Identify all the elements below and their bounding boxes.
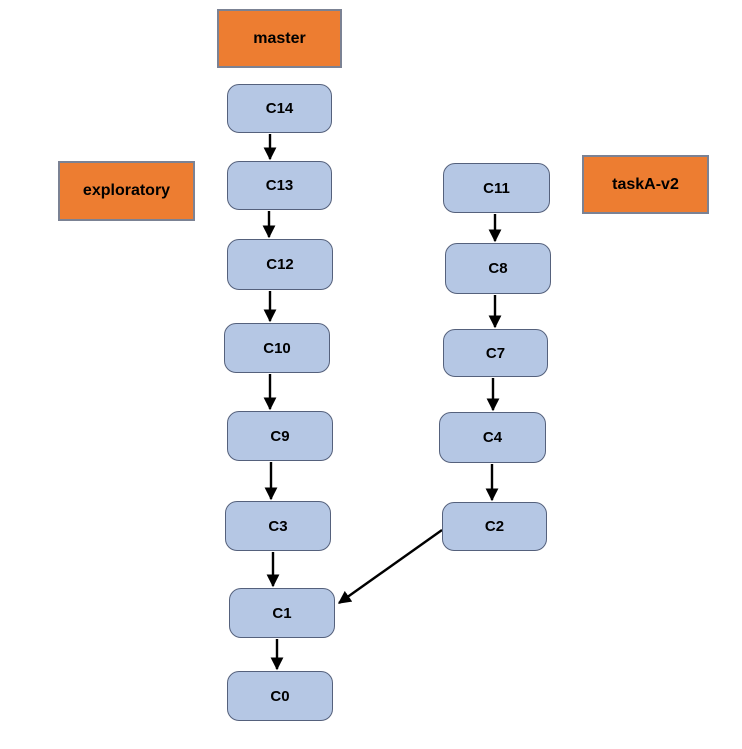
commit-node-c11: C11 — [443, 163, 550, 213]
commit-node-c14: C14 — [227, 84, 332, 133]
commit-label-text: C12 — [266, 256, 294, 273]
commit-node-c0: C0 — [227, 671, 333, 721]
branch-label-master: master — [217, 9, 342, 68]
commit-label-text: C11 — [483, 179, 510, 197]
commit-label-text: C3 — [268, 517, 288, 535]
commit-node-c13: C13 — [227, 161, 332, 210]
branch-label-taska-v2: taskA-v2 — [582, 155, 709, 214]
commit-label-text: C10 — [263, 339, 291, 357]
commit-label-text: C9 — [270, 427, 290, 445]
commit-node-c8: C8 — [445, 243, 551, 294]
arrow-c2-to-c1 — [337, 529, 443, 604]
commit-label-text: C4 — [482, 429, 503, 446]
commit-node-c10: C10 — [224, 323, 330, 373]
commit-node-c4: C4 — [439, 412, 546, 463]
commit-label-text: C0 — [270, 687, 290, 705]
commit-label-text: C7 — [485, 344, 506, 362]
commit-node-c2: C2 — [442, 502, 547, 551]
branch-label-text: master — [253, 29, 306, 47]
commit-node-c12: C12 — [227, 239, 333, 290]
commit-node-c9: C9 — [227, 411, 333, 461]
commit-label-text: C8 — [488, 260, 508, 277]
branch-label-text: exploratory — [82, 182, 171, 199]
commit-label-text: C13 — [265, 177, 294, 194]
commit-label-text: C14 — [265, 100, 294, 117]
commit-node-c7: C7 — [443, 329, 548, 377]
commit-label-text: C1 — [272, 604, 292, 622]
commit-label-text: C2 — [484, 518, 505, 535]
branch-label-text: taskA-v2 — [612, 175, 679, 193]
commit-node-c3: C3 — [225, 501, 331, 551]
commit-node-c1: C1 — [229, 588, 335, 638]
branch-label-exploratory: exploratory — [58, 161, 195, 221]
